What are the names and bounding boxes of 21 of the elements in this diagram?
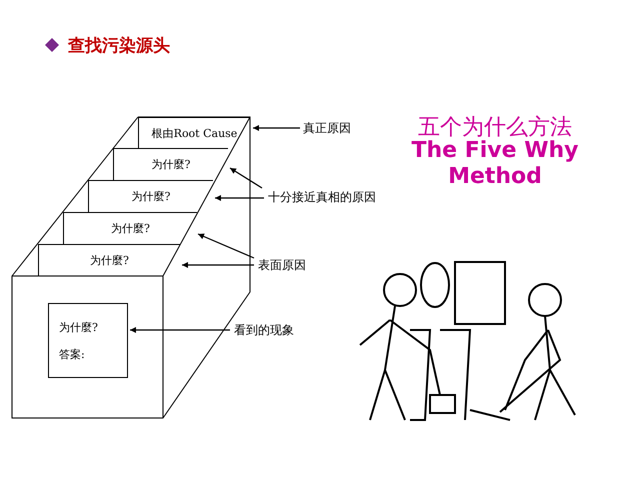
heading-text: 五个为什么方法 [417,114,573,140]
stair-step: 为什麼? [113,148,228,180]
slide-title: 查找污染源头 [68,35,170,57]
stair-step: 为什麼? [88,180,213,212]
callout-label: 看到的现象 [234,322,294,339]
callout-label: 表面原因 [258,257,306,274]
stair-step: 为什麼? [38,244,180,276]
arrow [253,125,300,131]
arrow [182,262,254,268]
callout-label: 真正原因 [303,120,351,137]
stair-step: 为什麼? [63,212,197,244]
stair-step: 根由Root Cause [138,117,250,148]
arrow [215,195,264,201]
arrow [198,233,254,259]
subheading-text: The Five Why Method [410,138,580,190]
arrow [130,327,230,333]
card-text: 答案: [59,346,85,362]
arrow [230,168,262,188]
question-card [48,303,128,378]
callout-label: 十分接近真相的原因 [268,189,376,206]
card-text: 为什麼? [59,320,98,334]
